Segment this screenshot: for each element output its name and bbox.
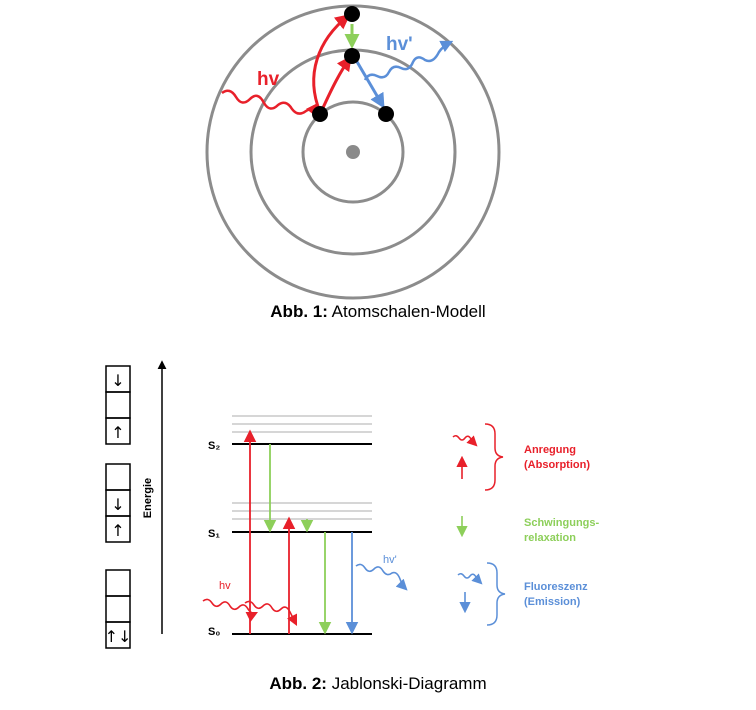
incoming-photon-wave-2 (202, 598, 259, 623)
legend-fluorescence: Fluoreszenz (Emission) (457, 562, 588, 626)
incoming-photon-wave-3 (244, 600, 298, 627)
legend-wave-red-icon (452, 434, 478, 447)
emission-arrow (354, 59, 385, 109)
legend-excitation-line1: Anregung (524, 444, 576, 456)
level-s2-label: S₂ (208, 440, 220, 452)
legend-excitation-line2: (Absorption) (524, 459, 590, 471)
incoming-photon-wave (221, 89, 318, 118)
hv-red-label-2: hv (219, 580, 231, 592)
electron-inner-left (312, 106, 328, 122)
outer-shell (205, 4, 501, 300)
spin-boxes-s2: ↓ ↑ (105, 365, 131, 445)
electron-inner-right (378, 106, 394, 122)
figure2-caption: Abb. 2: Jablonski-Diagramm (0, 674, 756, 694)
hv-blue-label: hv' (386, 34, 413, 55)
emitted-photon-wave (363, 40, 454, 81)
nucleus (346, 145, 360, 159)
legend-relaxation: Schwingungs- relaxation (456, 516, 600, 544)
atom-shell-model: hv hv' (205, 4, 501, 300)
figure2-caption-bold: Abb. 2: (269, 674, 327, 693)
legend-brace-red (484, 423, 504, 491)
spin-boxes-s0: ↑↓ (105, 569, 132, 649)
svg-text:↓: ↓ (111, 371, 124, 390)
svg-text:↑↓: ↑↓ (105, 627, 132, 646)
legend-fluorescence-line1: Fluoreszenz (524, 581, 588, 593)
legend-relaxation-line2: relaxation (524, 532, 576, 544)
hv-blue-label-2: hv' (383, 554, 397, 566)
energy-axis-label: Energie (142, 478, 154, 518)
legend-fluorescence-line2: (Emission) (524, 596, 581, 608)
emitted-photon-wave-2 (355, 563, 408, 591)
electron-middle (344, 48, 360, 64)
electron-outer (344, 6, 360, 22)
svg-text:↑: ↑ (111, 521, 124, 540)
figure1-caption-bold: Abb. 1: (270, 302, 328, 321)
level-s0-label: S₀ (208, 626, 220, 638)
vibrational-levels (232, 415, 372, 520)
figure1-caption: Abb. 1: Atomschalen-Modell (0, 302, 756, 322)
figure2-caption-text: Jablonski-Diagramm (326, 674, 487, 693)
inner-shell (301, 100, 405, 204)
figure1-caption-text: Atomschalen-Modell (327, 302, 486, 321)
legend-brace-blue (486, 562, 506, 626)
spin-boxes-s1: ↓ ↑ (105, 463, 131, 543)
hv-red-label: hv (257, 69, 280, 90)
legend-excitation: Anregung (Absorption) (452, 423, 590, 491)
jablonski-diagram: ↓ ↑ ↓ ↑ ↑↓ Energie (105, 360, 600, 649)
svg-text:↑: ↑ (111, 423, 124, 442)
level-s1-label: S₁ (208, 528, 220, 540)
legend-wave-blue-icon (457, 572, 483, 585)
svg-text:↓: ↓ (111, 495, 124, 514)
legend-relaxation-line1: Schwingungs- (524, 517, 600, 529)
excitation-arrow-to-outer (312, 14, 351, 113)
